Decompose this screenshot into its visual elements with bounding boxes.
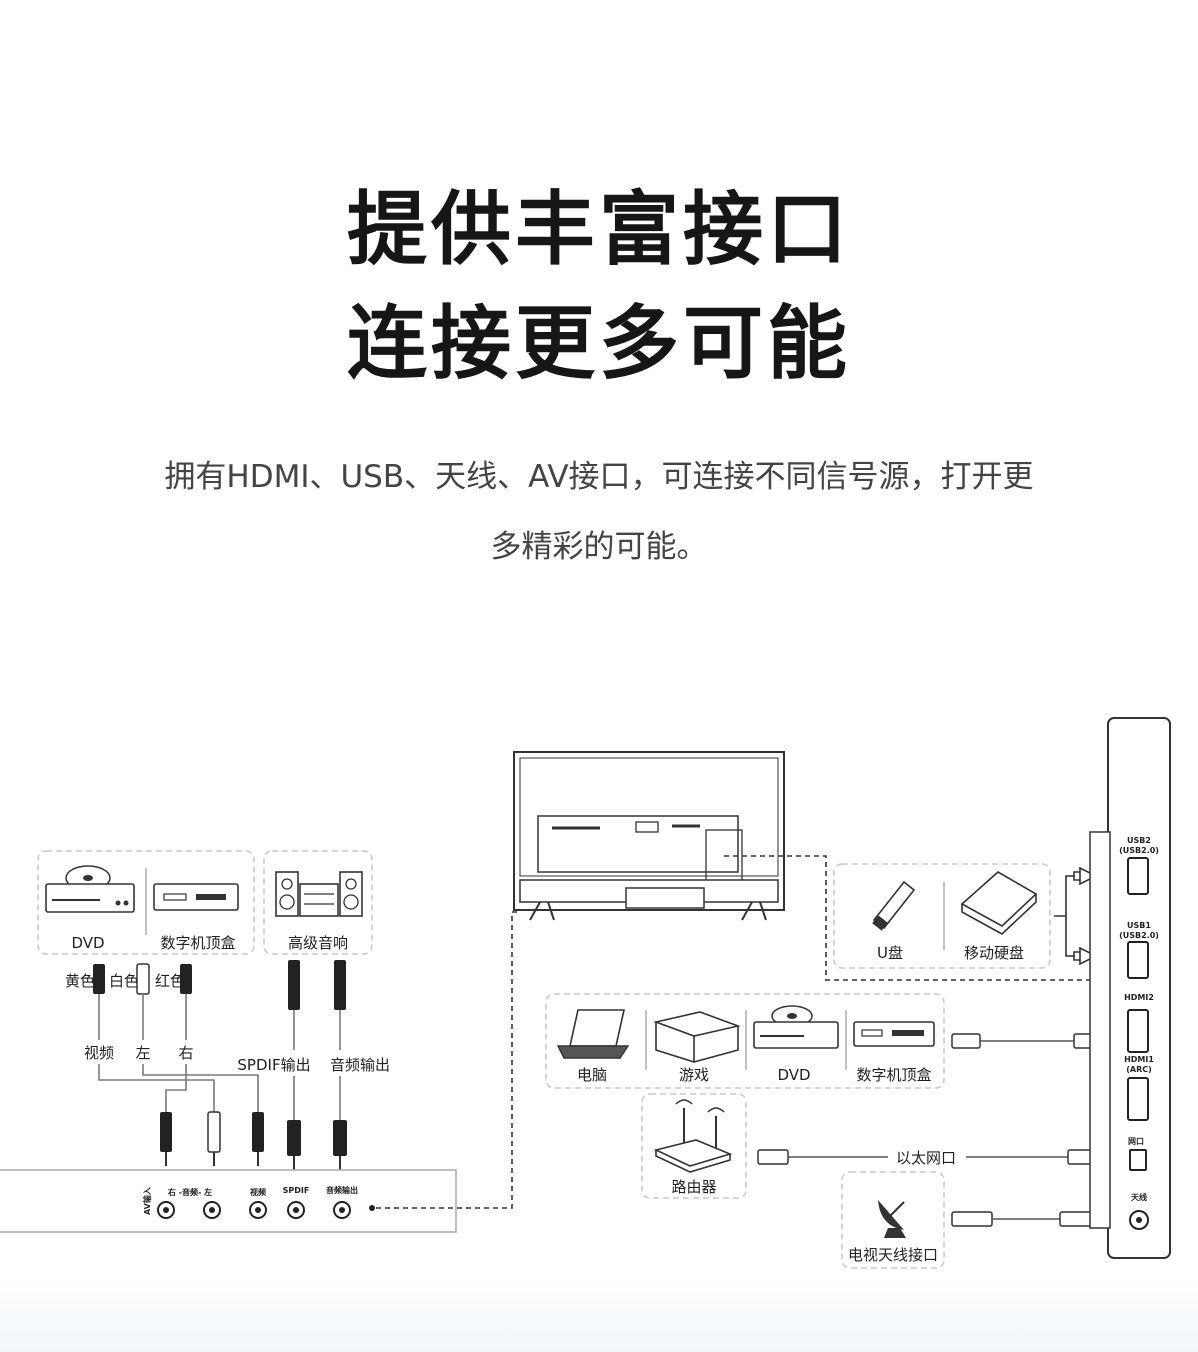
usb1-version: (USB2.0) <box>1119 931 1159 940</box>
arrow-usb1-icon <box>1073 946 1098 966</box>
arrow-usb2-icon <box>1073 866 1098 886</box>
description-line1: 拥有HDMI、USB、天线、AV接口，可连接不同信号源，打开更 <box>164 459 1034 495</box>
satellite-dish-icon <box>878 1200 906 1238</box>
tv-side-panel <box>1089 717 1171 1259</box>
hdd-label: 移动硬盘 <box>964 944 1024 962</box>
u-disk-label: U盘 <box>877 944 903 962</box>
coax-cable-icon <box>951 1211 1101 1227</box>
hdmi-device-group <box>545 993 945 1089</box>
hdmi1-port[interactable] <box>1127 1077 1149 1121</box>
antenna-port-label: 天线 <box>1131 1192 1147 1202</box>
av-input-label: AV输入 <box>142 1187 152 1215</box>
hdmi1-arc-label: (ARC) <box>1126 1065 1152 1074</box>
right-cable-label: 右 <box>178 1044 193 1062</box>
antenna-label: 电视天线接口 <box>848 1246 938 1264</box>
router-label: 路由器 <box>671 1178 716 1196</box>
av-panel: AV输入 右 -音频- 左 视频 SPDIF 音频输出 <box>0 1169 457 1233</box>
spdif-audio-cables <box>288 960 346 1050</box>
hifi-speaker-icon <box>275 871 363 917</box>
usb2-port[interactable] <box>1127 857 1149 895</box>
tv-back-icon <box>513 751 785 921</box>
set-top-box-2-label: 数字机顶盒 <box>856 1066 931 1084</box>
usb2-label: USB2 <box>1127 836 1151 845</box>
dvd-2-label: DVD <box>777 1066 810 1084</box>
set-top-box-label: 数字机顶盒 <box>160 934 235 952</box>
router-group <box>641 1093 747 1199</box>
computer-label: 电脑 <box>577 1066 607 1084</box>
hdmi1-label: HDMI1 <box>1124 1055 1154 1064</box>
lan-label: 网口 <box>1128 1137 1144 1146</box>
av-plugs-top <box>93 963 192 1040</box>
ethernet-label: 以太网口 <box>896 1149 956 1167</box>
usb-device-group <box>833 863 1051 969</box>
laptop-icon <box>556 1009 630 1059</box>
set-top-box-2-icon <box>853 1021 935 1047</box>
dvd-label: DVD <box>71 934 104 952</box>
headline-line2: 连接更多可能 <box>347 297 851 390</box>
left-cable-label: 左 <box>135 1044 150 1062</box>
hifi-device-group <box>263 850 373 955</box>
av-plugs-bottom <box>160 1111 264 1166</box>
hdmi2-port[interactable] <box>1127 1009 1149 1053</box>
yellow-cable-label: 黄色 <box>65 972 95 990</box>
router-icon <box>653 1099 733 1173</box>
video-cable-label: 视频 <box>84 1044 114 1062</box>
left-device-group <box>37 850 255 955</box>
panel-video-label: 视频 <box>250 1187 266 1197</box>
spdif-output-label: SPDIF输出 <box>237 1056 310 1074</box>
hard-drive-icon <box>960 871 1038 935</box>
game-console-icon <box>653 1011 741 1064</box>
red-cable-label: 红色 <box>155 972 185 990</box>
usb1-label: USB1 <box>1127 921 1151 930</box>
panel-spdif-label: SPDIF <box>283 1186 310 1195</box>
usb1-port[interactable] <box>1127 941 1149 979</box>
antenna-group <box>841 1171 945 1269</box>
white-cable-label: 白色 <box>109 972 139 990</box>
description-line2: 多精彩的可能。 <box>490 529 708 565</box>
set-top-box-icon <box>153 883 239 911</box>
dvd-player-icon <box>45 865 135 913</box>
headline-line1: 提供丰富接口 <box>347 183 851 276</box>
usb-drive-icon <box>872 880 916 931</box>
panel-audio-out-label: 音频输出 <box>326 1185 358 1195</box>
lan-port[interactable] <box>1129 1149 1147 1171</box>
hdmi-cable-icon <box>951 1033 1103 1049</box>
game-label: 游戏 <box>679 1066 709 1084</box>
bottom-fade <box>0 1278 1198 1352</box>
dvd-player-2-icon <box>753 1005 839 1049</box>
audio-lr-label: 右 -音频- 左 <box>167 1187 212 1197</box>
hdmi2-label: HDMI2 <box>1124 993 1154 1002</box>
usb2-version: (USB2.0) <box>1119 846 1159 855</box>
audio-output-label: 音频输出 <box>330 1056 390 1074</box>
hifi-label: 高级音响 <box>288 934 348 952</box>
